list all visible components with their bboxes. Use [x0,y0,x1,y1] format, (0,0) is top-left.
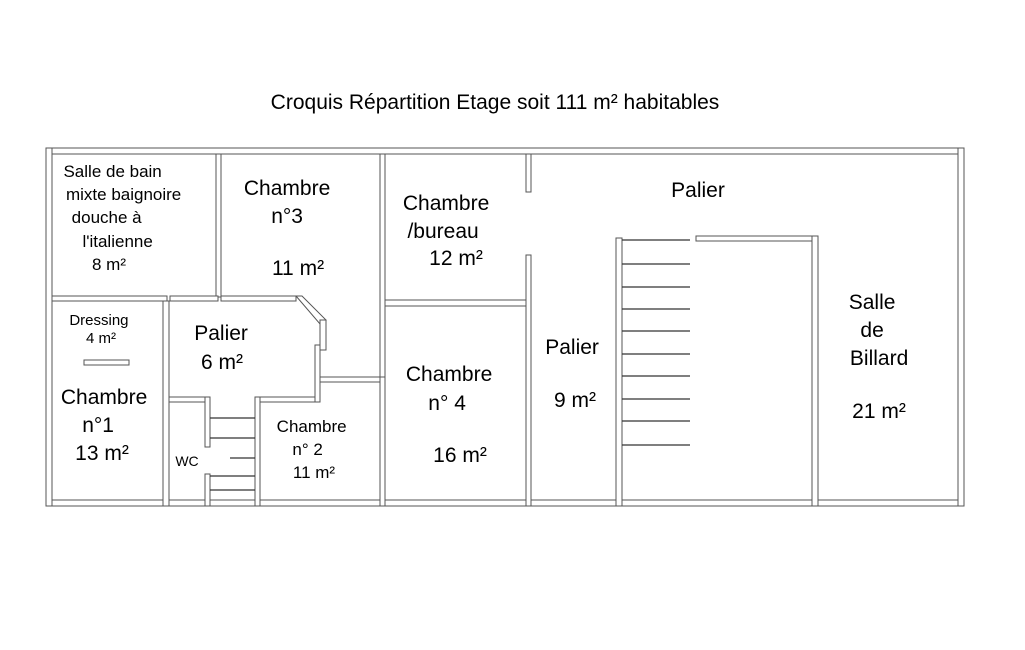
small-staircase [210,417,255,491]
outer-wall-left [45,147,53,507]
wall-ch1-right [162,300,170,507]
wall-bath-bottom [51,295,168,302]
wall-bath-bottom-2 [169,295,219,302]
room-wc: WC [175,453,198,469]
palier-6-walls [294,295,327,351]
interior-walls [51,153,819,507]
wall-bureau-right-top [525,153,532,193]
room-chambre-1: Chambre n°1 13 m² [61,386,153,465]
room-palier-6: Palier 6 m² [194,322,254,374]
wall-palier6-right-bottom [319,376,386,383]
wall-dressing-bottom [83,359,130,366]
wall-ch2-left [254,396,261,507]
room-chambre-3: Chambre n°3 11 m² [244,177,336,280]
room-palier-9: Palier 9 m² [545,336,605,412]
wall-stairs-top [695,235,816,242]
wall-palier6-diag-side [319,319,327,351]
wall-ch3-right [379,153,386,378]
wall-billard-left [811,235,819,507]
wall-stairs-left [615,237,623,507]
room-salle-billard: Salle de Billard 21 m² [849,291,914,423]
wall-ch2-top [254,396,321,403]
room-dressing: Dressing 4 m² [69,312,132,347]
room-chambre-4: Chambre n° 4 16 m² [406,363,498,467]
wall-bureau-right-bottom [525,254,532,507]
room-chambre-2: Chambre n° 2 11 m² [277,417,352,482]
wall-ch3-bottom [220,295,297,302]
room-palier-haut: Palier [671,179,725,202]
room-salle-de-bain: Salle de bain mixte baignoire douche à l… [63,162,186,274]
outer-walls [45,147,965,507]
wall-wc-right-top [204,396,211,448]
outer-wall-top [45,147,965,155]
main-staircase [622,263,690,446]
wall-palier6-right [314,344,321,403]
plan-title: Croquis Répartition Etage soit 111 m² ha… [271,91,720,114]
wall-bureau-bottom [384,299,527,307]
wall-wc-right-bottom [204,473,211,507]
wall-ch2-right [379,376,386,507]
room-labels: Salle de bain mixte baignoire douche à l… [61,162,914,482]
wall-bath-right [215,153,222,298]
outer-wall-right [957,147,965,507]
outer-wall-bottom [45,499,965,507]
room-chambre-bureau: Chambre /bureau 12 m² [403,192,495,270]
wall-wc-top [168,396,210,403]
